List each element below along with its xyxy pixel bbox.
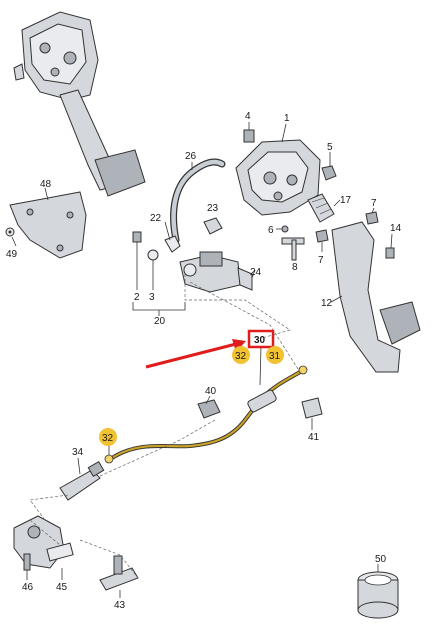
badge-31 [266,346,284,364]
label-6: 6 [268,225,274,236]
nut-5 [321,165,337,181]
bush-17 [307,193,335,223]
seal-32-b [104,454,114,464]
pointer-arrow-line [145,342,237,369]
label-40: 40 [205,386,217,397]
pin-8 [281,237,305,261]
pipe-26 [170,158,226,244]
highlight-box [247,329,275,349]
label-30: 30 [254,335,266,346]
label-7-b: 7 [318,255,324,266]
label-26: 26 [185,151,197,162]
label-12: 12 [321,298,333,309]
label-49: 49 [6,249,18,260]
label-24: 24 [250,267,262,278]
label-3: 3 [149,292,155,303]
pipe-30 [110,370,302,460]
badge-32-a [232,346,250,364]
label-5: 5 [327,142,333,153]
t-piece-43 [99,555,139,598]
label-7-a: 7 [371,198,377,209]
label-48: 48 [40,179,52,190]
bolt-46 [23,553,31,580]
label-2: 2 [134,292,140,303]
clip-7-a [365,211,379,225]
label-45: 45 [56,582,68,593]
label-14: 14 [390,223,402,234]
bracket-48 [9,187,87,259]
label-8: 8 [292,262,298,273]
slave-cylinder-45 [13,515,74,580]
label-22: 22 [150,213,162,224]
pedal-12 [331,221,421,373]
label-50: 50 [375,554,387,565]
slave-connector-34 [59,460,105,501]
pedal-cluster-overview [13,11,146,197]
label-4: 4 [245,111,251,122]
label-41: 41 [308,432,320,443]
label-32-b: 32 [102,433,114,444]
part-23 [203,217,223,235]
pedal-bracket-1 [235,139,321,216]
bracket-40 [197,399,221,419]
label-1: 1 [284,113,290,124]
badge-32-b [99,428,117,446]
label-20: 20 [154,316,166,327]
label-34: 34 [72,447,84,458]
seal-3 [147,249,159,290]
clip-2 [132,231,142,290]
label-23: 23 [207,203,219,214]
washer-49 [5,227,15,237]
clip-7-b [315,229,329,243]
sleeve-50 [357,564,399,619]
master-cylinder-20 [164,221,256,293]
seal-31 [298,365,308,375]
bolt-14 [385,247,395,259]
label-43: 43 [114,600,126,611]
label-17: 17 [340,195,352,206]
label-32-a: 32 [235,351,247,362]
label-31: 31 [269,351,281,362]
label-46: 46 [22,582,34,593]
clip-41 [301,397,323,430]
pin-6 [281,225,289,233]
bolt-4 [243,129,255,143]
